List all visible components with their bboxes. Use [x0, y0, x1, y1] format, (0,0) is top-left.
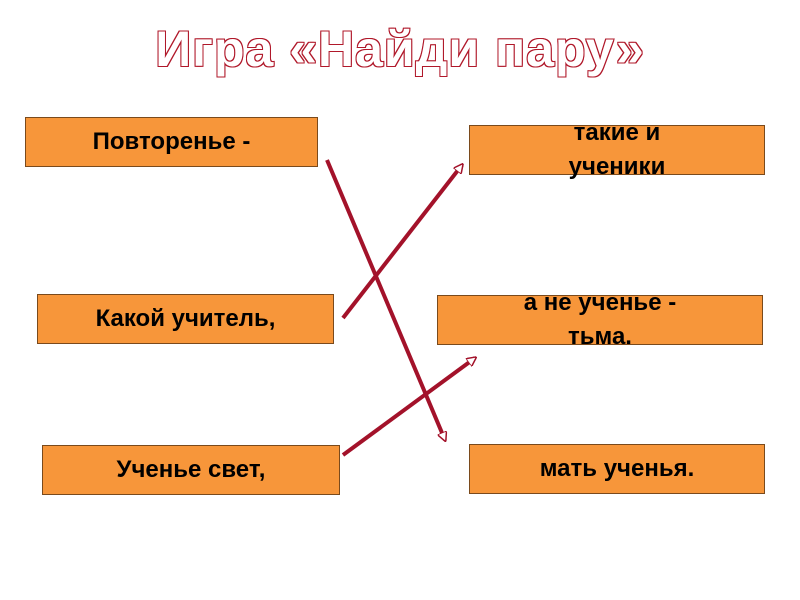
right-card-2-text: а не ученье - тьма.	[524, 286, 676, 354]
right-card-1-text: такие и ученики	[569, 116, 666, 184]
right-card-2-line2: тьма.	[568, 323, 632, 350]
arrow-povtorenie-to-mat	[325, 159, 445, 440]
left-card-3-text: Ученье свет,	[116, 456, 266, 483]
left-card-2[interactable]: Какой учитель,	[37, 294, 334, 344]
left-card-1[interactable]: Повторенье -	[25, 117, 318, 167]
right-card-1[interactable]: такие и ученики	[469, 119, 765, 180]
right-card-3[interactable]: мать ученья.	[469, 444, 765, 494]
left-card-2-text: Какой учитель,	[95, 305, 276, 332]
right-card-2-line1: а не ученье -	[523, 289, 677, 316]
left-card-1-text: Повторенье -	[92, 128, 251, 155]
arrow-uchenie-to-a-ne	[341, 358, 475, 457]
left-card-3[interactable]: Ученье свет,	[42, 445, 340, 495]
right-card-2[interactable]: а не ученье - тьма.	[437, 289, 763, 350]
right-card-1-line2: ученики	[568, 153, 666, 180]
right-card-3-text: мать ученья.	[540, 452, 695, 486]
right-card-1-line1: такие и	[573, 119, 661, 146]
right-card-3-line1: мать ученья.	[539, 455, 695, 482]
page-title: Игра «Найди пару»	[154, 20, 645, 78]
